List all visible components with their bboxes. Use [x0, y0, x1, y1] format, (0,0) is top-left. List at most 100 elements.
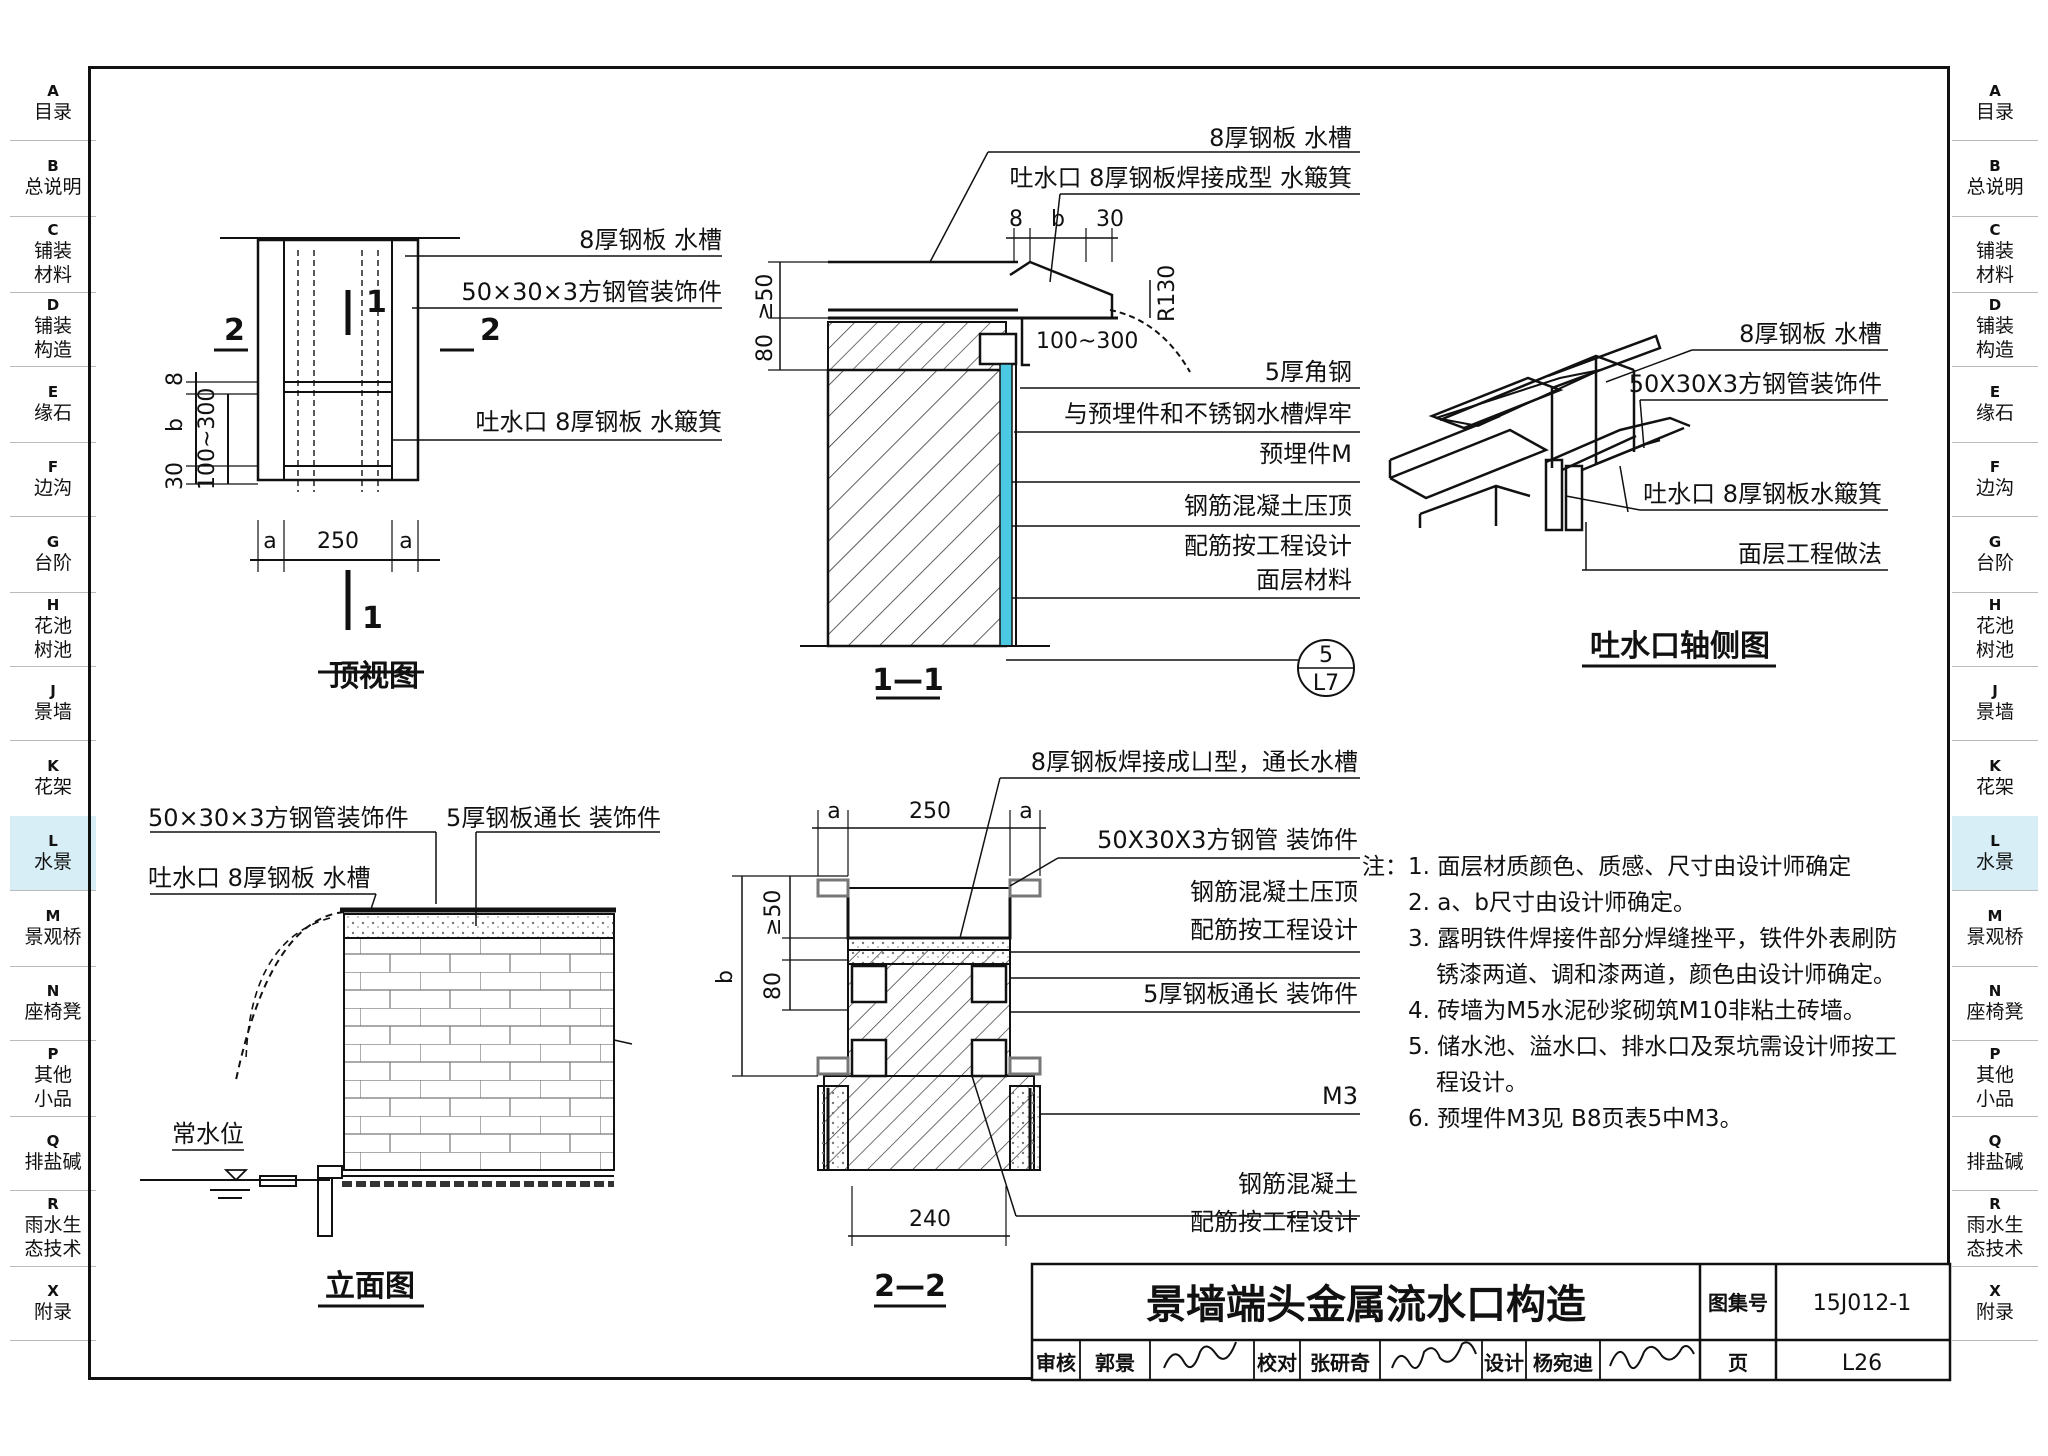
sidebar-tab-code: E: [1989, 383, 2001, 401]
sidebar-tab-code: E: [47, 383, 59, 401]
label-m3: M3: [1322, 1082, 1358, 1110]
label-angle-steel: 5厚角钢: [1265, 358, 1352, 386]
note-line: 6. 预埋件M3见 B8页表5中M3。: [1408, 1106, 1743, 1132]
note-line: 4. 砖墙为M5水泥砂浆砌筑M10非粘土砖墙。: [1408, 998, 1866, 1024]
sidebar-tab-code: K: [1989, 757, 2001, 775]
dim-2-2-a-right: a: [1019, 799, 1032, 824]
sidebar-tab-code: L: [48, 832, 58, 850]
sidebar-tab-label: 景墙: [33, 701, 72, 723]
label-spout: 吐水口 8厚钢板 水簸箕: [475, 408, 722, 436]
page-label: 页: [1728, 1351, 1748, 1375]
dim-8: 8: [163, 372, 188, 386]
section-mark-1-top: 1: [366, 285, 387, 320]
signature-checker: [1391, 1341, 1477, 1369]
sidebar-tab-label: 排盐碱: [24, 1151, 82, 1173]
atlas-label: 图集号: [1708, 1291, 1768, 1315]
sidebar-tab-code: X: [1989, 1282, 2001, 1300]
label-channel: 8厚钢板焊接成ㄩ型，通长水槽: [1031, 748, 1358, 776]
sidebar-tab-label: 景观桥: [1966, 926, 2024, 948]
ref-sheet: L7: [1313, 671, 1339, 696]
sidebar-tab-label: 铺装: [1975, 240, 2014, 262]
dim-width-250: 250: [317, 529, 359, 554]
design-label: 设计: [1484, 1351, 1524, 1375]
sidebar-tab-code: K: [47, 757, 59, 775]
dim-1-1-r130: R130: [1155, 265, 1180, 322]
sidebar-tab-code: J: [50, 682, 56, 700]
label-rc: 钢筋混凝土: [1238, 1170, 1358, 1198]
sidebar-tab-code: C: [47, 221, 59, 239]
atlas-number: 15J012-1: [1813, 1291, 1911, 1316]
sidebar-tab-code: L: [1990, 832, 2000, 850]
sidebar-tab-code: X: [47, 1282, 59, 1300]
label-rc-cap: 钢筋混凝土压顶: [1184, 492, 1352, 520]
label-2-2-plate: 5厚钢板通长 装饰件: [1143, 980, 1358, 1008]
label-1-1-spout: 吐水口 8厚钢板焊接成型 水簸箕: [1009, 164, 1352, 192]
sidebar-tab-code: Q: [46, 1132, 60, 1150]
label-steel-trough: 8厚钢板 水槽: [579, 226, 722, 254]
dim-100-300: 100~300: [195, 388, 220, 490]
drawing-title: 景墙端头金属流水口构造: [1146, 1282, 1586, 1328]
sidebar-tab-label: 花架: [1975, 776, 2014, 798]
sidebar-tab-code: N: [46, 982, 60, 1000]
sidebar-tab-label: 水景: [33, 851, 72, 873]
elevation: [140, 831, 660, 1308]
sidebar-tab-label: 目录: [33, 101, 72, 123]
note-line: 锈漆两道、调和漆两道，颜色由设计师确定。: [1436, 962, 1896, 988]
check-label: 校对: [1257, 1351, 1297, 1375]
sidebar-tab-label: 座椅凳: [24, 1001, 82, 1023]
sidebar-tab-code: B: [1989, 157, 2001, 175]
section-1-1-text: 8厚钢板 水槽 吐水口 8厚钢板焊接成型 水簸箕 8 b 30 ≥50 80 1…: [753, 124, 1352, 698]
caption-1-1: 1—1: [872, 663, 944, 698]
elevation-text: 50×30×3方钢管装饰件 5厚钢板通长 装饰件 吐水口 8厚钢板 水槽 常水位…: [148, 804, 661, 1304]
sidebar-tab-label: 边沟: [33, 477, 72, 499]
label-rebar: 配筋按工程设计: [1184, 532, 1352, 560]
label-2-2-rc-cap: 钢筋混凝土压顶: [1190, 878, 1358, 906]
sidebar-tab-label: 树池: [1975, 639, 2014, 661]
label-weld: 与预埋件和不锈钢水槽焊牢: [1064, 400, 1352, 428]
note-line: 2. a、b尺寸由设计师确定。: [1408, 890, 1696, 916]
sidebar-tab-code: Q: [1988, 1132, 2002, 1150]
sidebar-tab-label: 小品: [33, 1088, 72, 1110]
title-block-text: 景墙端头金属流水口构造 图集号 15J012-1 审核 郭景 校对 张研奇 设计…: [1036, 1282, 1911, 1376]
notes-prefix: 注：: [1362, 854, 1408, 880]
sidebar-tab-label: 态技术: [24, 1238, 82, 1260]
sidebar-tab-label: 材料: [33, 264, 72, 286]
dim-1-1-b: b: [1051, 207, 1065, 232]
sidebar-tab-label: 座椅凳: [1966, 1001, 2024, 1023]
sidebar-tab-label: 其他: [33, 1064, 72, 1086]
sidebar-tab-label: 构造: [33, 339, 72, 361]
sidebar-tab-label: 铺装: [1975, 315, 2014, 337]
